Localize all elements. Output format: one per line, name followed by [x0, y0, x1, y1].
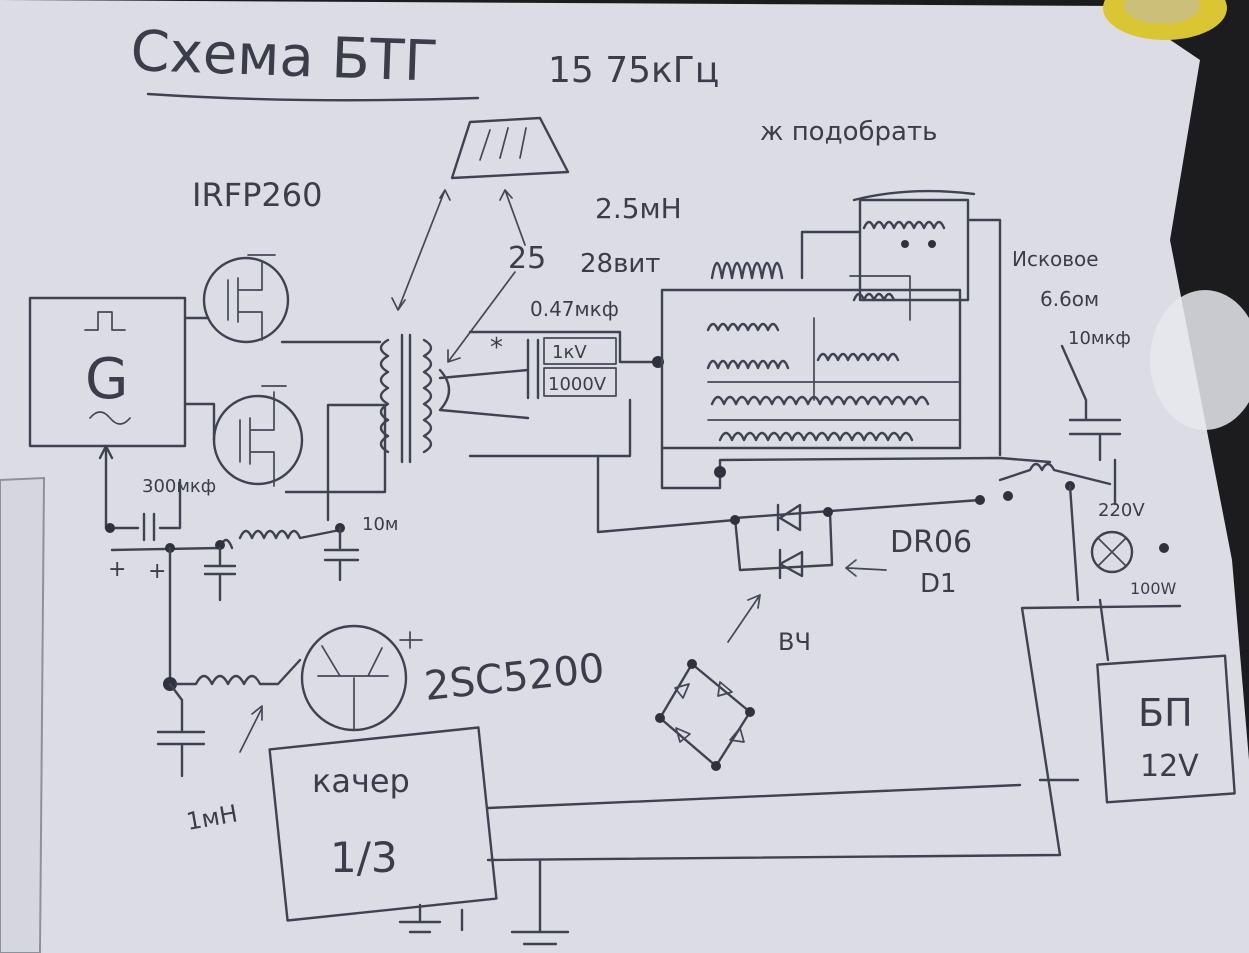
- lamp: [1090, 530, 1134, 574]
- hf-label: ВЧ: [778, 628, 811, 656]
- mosfet-q1: [202, 256, 290, 344]
- transformer-primary: [379, 338, 390, 454]
- lamp-watt: 100W: [1130, 579, 1177, 598]
- cap-value-label: 0.47мкф: [530, 297, 619, 321]
- cap-star: *: [490, 333, 503, 363]
- pulse-icon: [84, 311, 126, 331]
- psu-voltage: 12V: [1140, 749, 1199, 784]
- inductor-1mh: [174, 658, 302, 686]
- psu-box: [1096, 654, 1236, 804]
- cap-10-label: 10м: [362, 514, 398, 535]
- cap-box-2: [543, 367, 617, 397]
- kacher-ratio: 1/3: [330, 833, 398, 882]
- sine-icon: [89, 411, 131, 425]
- coil-top: [710, 230, 862, 280]
- turns-label: 25: [508, 241, 546, 276]
- header-value: 15 75кГц: [548, 50, 719, 91]
- cap-box-1: [543, 337, 617, 365]
- transformer-secondary: [422, 338, 433, 454]
- arrow-double: [391, 189, 451, 311]
- feedback-arrow: [98, 444, 114, 530]
- arrow-secondary: [447, 271, 516, 363]
- left-sheet-edge: [0, 476, 46, 953]
- coil-frame-outer: [660, 288, 962, 450]
- diodes-label: DR06: [890, 525, 972, 560]
- lamp-voltage: 220V: [1098, 500, 1145, 521]
- arrow-horn: [499, 189, 526, 246]
- transformer-core: [400, 333, 412, 464]
- note-label: ж подобрать: [760, 117, 937, 147]
- mosfet-label: IRFP260: [192, 176, 322, 214]
- inductance-label: 2.5мН: [595, 192, 682, 225]
- right-label-2: 6.6ом: [1040, 287, 1099, 311]
- right-label-3: 10мкф: [1068, 328, 1131, 349]
- kacher-label: качер: [312, 762, 410, 800]
- kacher-box: [268, 726, 498, 922]
- svg-text:+: +: [148, 559, 166, 584]
- right-label-1: Исковое: [1012, 247, 1099, 271]
- cap-rating-2: 1000V: [548, 374, 607, 395]
- horn-device: [450, 116, 570, 180]
- generator-label: G: [85, 347, 128, 412]
- cap-plates: [526, 338, 540, 400]
- coil-top-right: [858, 198, 970, 302]
- title: Схема БТГ: [130, 19, 440, 95]
- diode-sub-label: D1: [920, 569, 957, 599]
- turns2-label: 28вит: [580, 249, 660, 279]
- title-underline: [146, 92, 480, 102]
- cap-rating-1: 1кV: [552, 342, 587, 363]
- psu-label: БП: [1138, 691, 1193, 735]
- minus-sign: +: [108, 557, 126, 582]
- gate-wire-2: [183, 402, 216, 442]
- generator-box: [28, 296, 187, 448]
